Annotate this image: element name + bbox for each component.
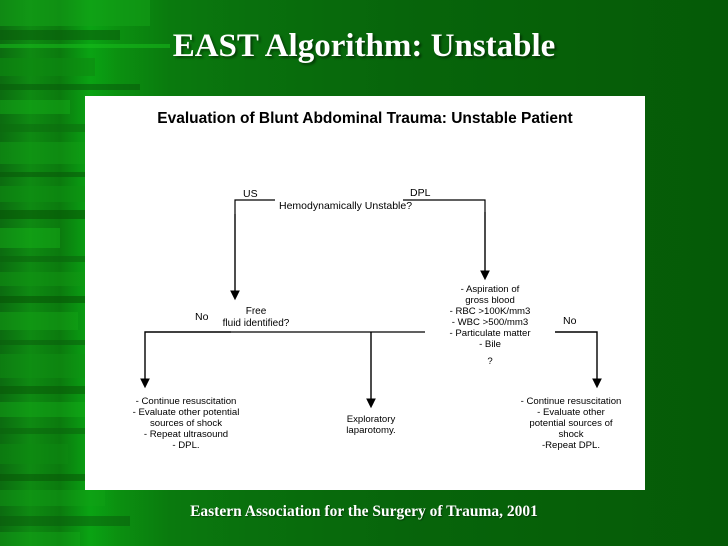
diagram-panel: Evaluation of Blunt Abdominal Trauma: Un… bbox=[85, 96, 645, 490]
node-right-outcome: - Continue resuscitation - Evaluate othe… bbox=[520, 396, 622, 452]
node-left-outcome: - Continue resuscitation - Evaluate othe… bbox=[132, 396, 240, 452]
node-us: US bbox=[243, 188, 258, 200]
slide-footer: Eastern Association for the Surgery of T… bbox=[190, 503, 538, 520]
node-root-question: Hemodynamically Unstable? bbox=[279, 200, 413, 212]
page-title: EAST Algorithm: Unstable bbox=[172, 28, 556, 64]
node-no-right: No bbox=[563, 315, 577, 327]
node-dpl: DPL bbox=[410, 187, 431, 199]
node-aspiration-criteria: - Aspiration of gross blood - RBC >100K/… bbox=[449, 284, 531, 351]
diagram-heading: Evaluation of Blunt Abdominal Trauma: Un… bbox=[157, 110, 573, 127]
node-question-mark: ? bbox=[487, 356, 493, 367]
node-no-left: No bbox=[195, 311, 209, 323]
node-mid-outcome: Exploratory laparotomy. bbox=[346, 414, 396, 437]
node-free-fluid: Free fluid identified? bbox=[222, 306, 290, 329]
flowchart-connectors bbox=[140, 199, 602, 409]
